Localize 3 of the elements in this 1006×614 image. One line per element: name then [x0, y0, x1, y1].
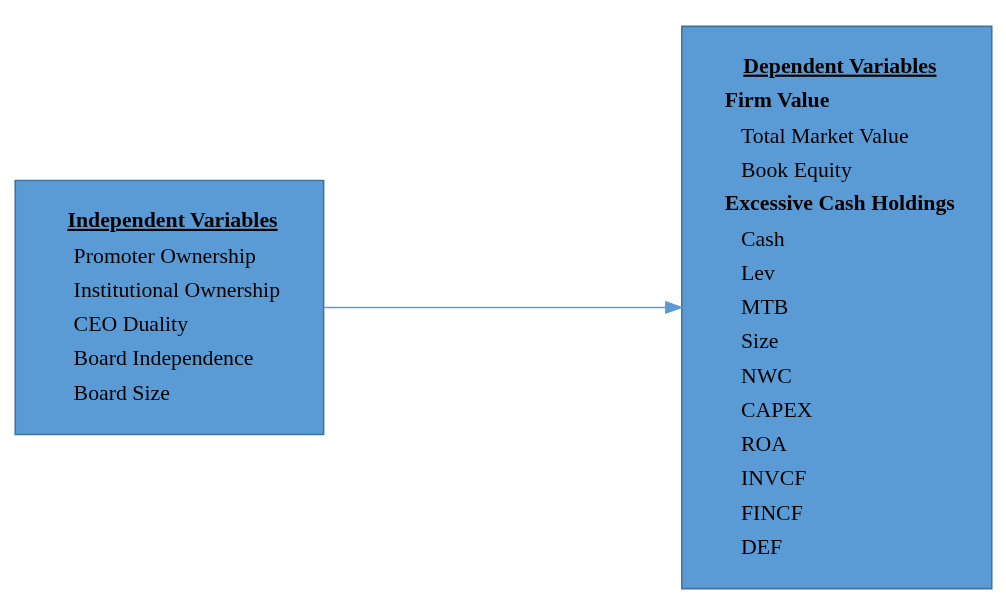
node-box: Dependent Variables Firm Value Total Market Value Book Equity Excessive Cash Holdings Cash Lev MTB Size NWC CAPEX ROA INVCF FINCF DEF [680, 25, 993, 589]
node-box: Independent Variables Promoter Ownership Institutional Ownership CEO Duality Board Independence Board Size [13, 179, 324, 435]
arrow [322, 300, 684, 314]
